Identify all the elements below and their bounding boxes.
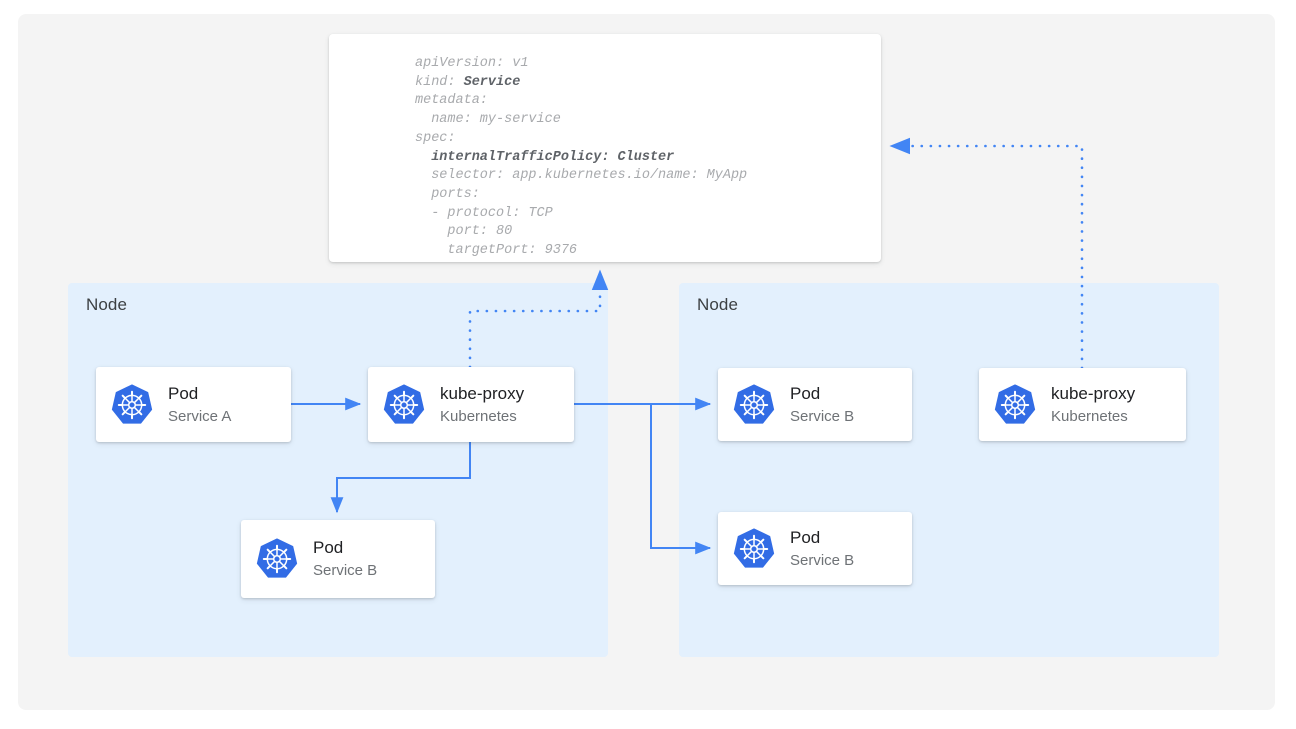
- card-text: Pod Service B: [790, 383, 854, 427]
- card-pod-service-b-remote-top[interactable]: Pod Service B: [718, 368, 912, 441]
- yaml-line: - protocol: TCP: [415, 205, 553, 221]
- card-subtitle: Kubernetes: [440, 407, 517, 425]
- kubernetes-icon: [733, 383, 775, 424]
- node-group-right: Node: [679, 283, 1219, 657]
- yaml-line: name: my-service: [415, 112, 561, 128]
- card-pod-service-b-remote-bottom[interactable]: Pod Service B: [718, 512, 912, 585]
- node-label-right: Node: [697, 295, 739, 314]
- card-title: Pod: [313, 538, 344, 557]
- card-text: Pod Service A: [168, 383, 231, 427]
- yaml-line: ports:: [415, 186, 480, 202]
- node-group-left: Node: [68, 283, 608, 657]
- card-text: Pod Service B: [313, 537, 377, 581]
- card-title: Pod: [790, 383, 821, 403]
- card-pod-service-a[interactable]: Pod Service A: [96, 367, 291, 442]
- card-subtitle: Service B: [790, 407, 855, 425]
- node-label-left: Node: [86, 295, 128, 314]
- card-title: kube-proxy: [440, 383, 525, 403]
- card-subtitle: Service B: [790, 551, 855, 569]
- card-subtitle: Kubernetes: [1051, 407, 1128, 425]
- card-text: Pod Service B: [790, 527, 854, 571]
- yaml-line: metadata:: [415, 93, 488, 109]
- card-text: kube-proxy Kubernetes: [440, 383, 524, 427]
- kubernetes-icon: [111, 383, 153, 424]
- card-subtitle: Service A: [168, 407, 232, 425]
- service-spec-panel: apiVersion: v1 kind: Service metadata: nam…: [329, 34, 881, 262]
- card-kube-proxy-left[interactable]: kube-proxy Kubernetes: [368, 367, 574, 442]
- yaml-line: port: 80: [415, 224, 513, 240]
- card-title: kube-proxy: [1051, 383, 1136, 403]
- yaml-line: apiVersion: v1: [415, 56, 529, 71]
- kubernetes-icon: [994, 383, 1036, 424]
- yaml-line: targetPort: 9376: [415, 243, 578, 259]
- yaml-line: kind: Service: [415, 74, 521, 90]
- service-spec-yaml: apiVersion: v1 kind: Service metadata: nam…: [415, 55, 747, 261]
- kubernetes-icon: [733, 527, 775, 568]
- card-text: kube-proxy Kubernetes: [1051, 383, 1135, 427]
- card-title: Pod: [168, 383, 199, 403]
- yaml-line: spec:: [415, 130, 456, 146]
- card-kube-proxy-right[interactable]: kube-proxy Kubernetes: [979, 368, 1186, 441]
- kubernetes-icon: [256, 538, 298, 578]
- card-pod-service-b-left[interactable]: Pod Service B: [241, 520, 435, 598]
- card-title: Pod: [790, 527, 821, 547]
- yaml-line: selector: app.kubernetes.io/name: MyApp: [415, 168, 748, 184]
- card-subtitle: Service B: [313, 562, 378, 579]
- kubernetes-icon: [383, 383, 425, 424]
- yaml-line: internalTrafficPolicy: Cluster: [431, 149, 675, 165]
